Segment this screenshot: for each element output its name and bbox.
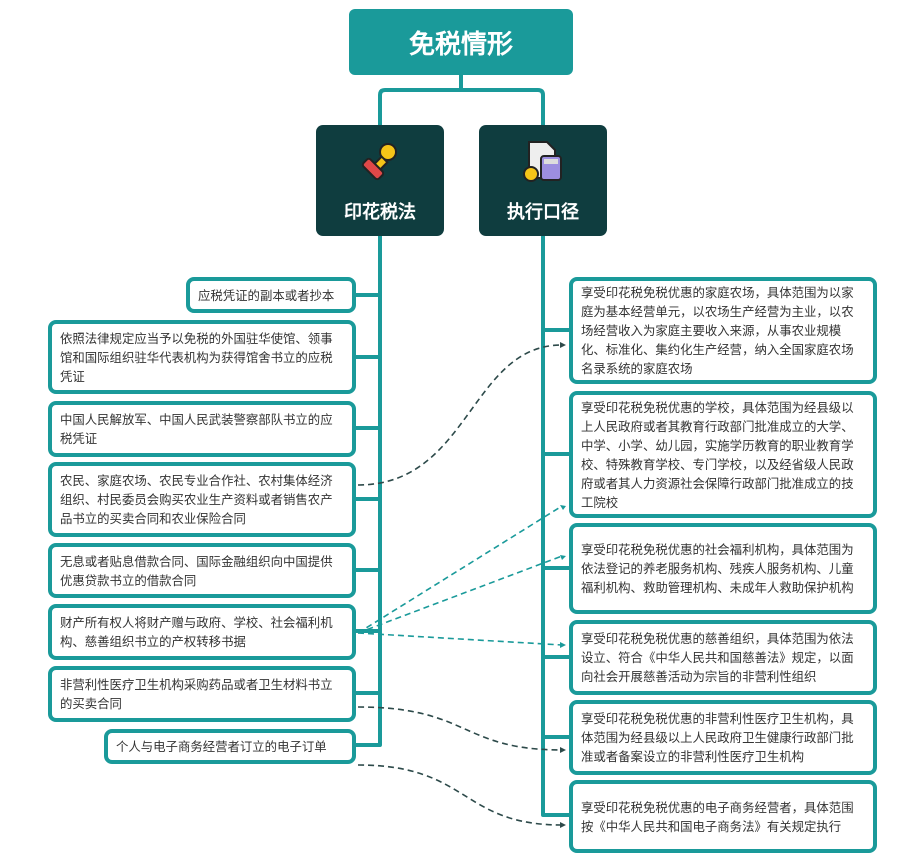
link-ecommerce [357,764,563,826]
category-stamp-tax-law: 印花税法 [316,125,444,236]
trunk-connector [378,75,545,125]
right-item: 享受印花税免税优惠的家庭农场，具体范围为以家庭为基本经营单元，以农场生产经营为主… [569,277,877,384]
right-spine [541,236,569,817]
link-farm [357,344,563,486]
left-spine [355,236,382,747]
right-item: 享受印花税免税优惠的学校，具体范围为经县级以上人民政府或者其教育行政部门批准成立… [569,391,877,518]
link-welfare [357,555,563,634]
stamp-icon [361,143,397,181]
calculator-document-icon [523,141,562,182]
category-label: 印花税法 [344,202,416,223]
left-item: 农民、家庭农场、农民专业合作社、农村集体经济组织、村民委员会购买农业生产资料或者… [48,462,356,537]
category-implementation-rules: 执行口径 [479,125,607,236]
left-item: 中国人民解放军、中国人民武装警察部队书立的应税凭证 [48,401,356,457]
left-item: 无息或者贴息借款合同、国际金融组织向中国提供优惠贷款书立的借款合同 [48,543,356,598]
link-school [357,505,563,634]
right-item: 享受印花税免税优惠的非营利性医疗卫生机构，具体范围为经县级以上人民政府卫生健康行… [569,700,877,775]
left-item: 财产所有权人将财产赠与政府、学校、社会福利机构、慈善组织书立的产权转移书据 [48,604,356,660]
right-branches [543,328,569,739]
link-medical [357,706,563,751]
left-item: 应税凭证的副本或者抄本 [186,277,356,313]
right-item: 享受印花税免税优惠的社会福利机构，具体范围为依法登记的养老服务机构、残疾人服务机… [569,523,877,614]
right-item: 享受印花税免税优惠的慈善组织，具体范围为依法设立、符合《中华人民共和国慈善法》规… [569,620,877,695]
root-title: 免税情形 [349,9,573,75]
left-branches [355,293,380,695]
left-item: 非营利性医疗卫生机构采购药品或者卫生材料书立的买卖合同 [48,666,356,722]
link-charity [357,632,563,646]
right-item: 享受印花税免税优惠的电子商务经营者，具体范围按《中华人民共和国电子商务法》有关规… [569,780,877,853]
left-item: 依照法律规定应当予以免税的外国驻华使馆、领事馆和国际组织驻华代表机构为获得馆舍书… [48,320,356,394]
left-item: 个人与电子商务经营者订立的电子订单 [104,729,356,764]
category-label: 执行口径 [507,202,579,223]
